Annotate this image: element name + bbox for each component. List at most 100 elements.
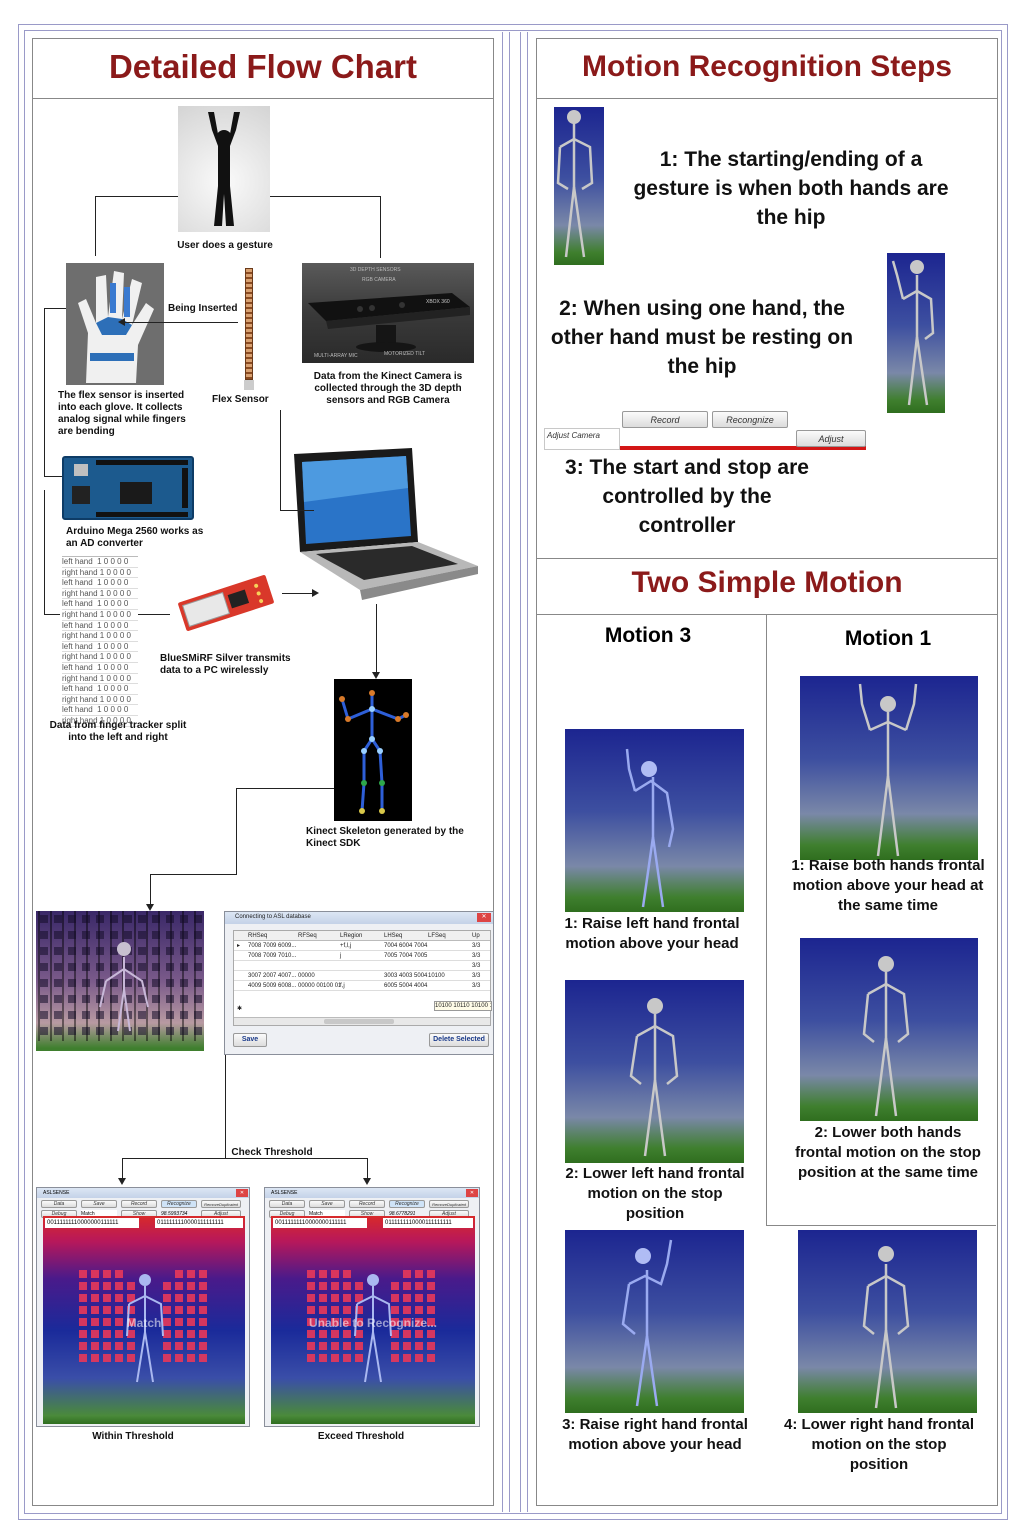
save-button[interactable]: Save [233,1033,267,1047]
data-line: right hand 1 0 0 0 0 [62,695,138,706]
record-button[interactable]: Record [349,1200,385,1208]
caption-exceed: Exceed Threshold [317,1431,405,1442]
db-scrollbar[interactable] [234,1017,490,1025]
table-row[interactable]: 4009 5009 6008...00000 00100 01...f,j600… [234,981,490,991]
outer-border [18,24,1008,1520]
gesture-grid [75,1266,215,1386]
seq-field-left: 00111111110000000111111 [45,1218,139,1228]
recognize-button[interactable]: Recognize [389,1200,425,1208]
data-line: right hand 1 0 0 0 0 [62,610,138,621]
kinect-label-mic: MULTI-ARRAY MIC [314,353,358,359]
db-col-header[interactable]: LRegion [340,933,363,939]
data-button[interactable]: Data [41,1200,77,1208]
stick-figure-one-hand [887,253,945,413]
data-line: left hand 1 0 0 0 0 [62,705,138,716]
status-text: Unable to Recognize... [308,1316,437,1330]
kinect-skeleton-image [334,679,412,821]
asl-database-window: Connecting to ASL database ✕ RHSeq RFSeq… [224,911,494,1055]
motion3-step3-text: 3: Raise right hand frontal motion above… [562,1416,748,1453]
status-text: Match [126,1316,162,1330]
record-button[interactable]: Record [622,411,708,428]
db-window-titlebar: Connecting to ASL database ✕ [225,912,493,924]
right-panel [536,38,998,1506]
data-line: right hand 1 0 0 0 0 [62,674,138,685]
seq-field-right: 0111111110000111111111 [383,1218,473,1228]
close-icon[interactable]: ✕ [466,1189,478,1197]
caption-within: Within Threshold [92,1431,174,1442]
motion3-step1-text: 1: Raise left hand frontal motion above … [564,915,740,952]
record-button[interactable]: Record [121,1200,157,1208]
caption-flex-sensor: Flex Sensor [212,394,269,405]
caption-check-threshold: Check Threshold [231,1147,313,1158]
motion1-step1-image [800,676,978,860]
data-line: left hand 1 0 0 0 0 [62,578,138,589]
section-divider-bottom [536,614,998,615]
grid-skeleton-image [36,911,204,1051]
app-canvas: 00111111110000000111111 0111111110000111… [271,1216,475,1424]
data-line: right hand 1 0 0 0 0 [62,652,138,663]
data-line: left hand 1 0 0 0 0 [62,557,138,568]
db-col-header[interactable]: Up [472,933,480,939]
db-col-header[interactable]: RHSeq [248,933,268,939]
motion3-step4-image [798,1230,977,1413]
close-icon[interactable]: ✕ [236,1189,248,1197]
arduino-board [62,456,194,520]
motion1-step2-image [800,938,978,1121]
motion1-step2-text: 2: Lower both hands frontal motion on th… [795,1124,981,1181]
caption-arduino: Arduino Mega 2560 works as an AD convert… [66,526,204,549]
score-field: 98.6778291 [389,1211,416,1217]
laptop-photo [290,448,480,604]
table-row[interactable]: 3/3 [234,961,490,971]
adjust-button[interactable]: Adjust [796,430,866,447]
caption-flex-desc: The flex sensor is inserted into each gl… [58,390,186,437]
db-col-header[interactable]: RFSeq [298,933,317,939]
adjust-camera-field[interactable]: Adjust Camera [544,428,620,450]
remove-duplicated-button[interactable]: RemoveDuplicated [201,1200,241,1208]
delete-selected-button[interactable]: Delete Selected [429,1033,489,1047]
app-window-unable: ASLSENSE ✕ Data Save Record Recognize Re… [264,1187,480,1427]
caption-inserted: Being Inserted [168,303,238,314]
motion1-step1-text: 1: Raise both hands frontal motion above… [791,857,985,914]
motion1-heading: Motion 1 [844,627,932,650]
motion3-step2-text: 2: Lower left hand frontal motion on the… [565,1165,745,1222]
step-3-text: 3: The start and stop are controlled by … [565,456,809,537]
kinect-label-rgb: RGB CAMERA [362,277,396,283]
new-row-marker: ✱ [237,1006,243,1012]
step-1-text: 1: The starting/ending of a gesture is w… [633,148,949,229]
db-col-header[interactable]: LFSeq [428,933,446,939]
bluesmirf-module [170,574,282,632]
motion3-heading: Motion 3 [604,624,692,647]
kinect-label-tilt: MOTORIZED TILT [384,351,426,357]
kinect-photo: 3D DEPTH SENSORS RGB CAMERA XBOX 360 MUL… [302,263,474,363]
stick-figure-hands-hip [554,107,604,265]
motion1-column-border [766,614,996,1226]
kinect-label-xbox: XBOX 360 [426,299,450,305]
flow-chart-title: Detailed Flow Chart [108,48,418,85]
db-popup: 10100 10110 10100 10110 [434,1001,492,1011]
close-icon[interactable]: ✕ [477,913,491,922]
app-window-match: ASLSENSE ✕ Data Save Record Recognize Re… [36,1187,250,1427]
finger-data-list: left hand 1 0 0 0 0 right hand 1 0 0 0 0… [62,556,138,727]
left-panel [32,38,494,1506]
seq-field-left: 00111111110000000111111 [273,1218,367,1228]
two-simple-motion-title: Two Simple Motion [631,566,903,599]
section-divider-top [536,558,998,559]
center-divider [502,32,528,1512]
left-title-divider [32,98,494,99]
caption-skeleton: Kinect Skeleton generated by the Kinect … [306,826,464,849]
data-line: left hand 1 0 0 0 0 [62,642,138,653]
recognize-button[interactable]: Recognize [161,1200,197,1208]
db-col-header[interactable]: LHSeq [384,933,403,939]
save-button[interactable]: Save [81,1200,117,1208]
data-line: right hand 1 0 0 0 0 [62,589,138,600]
db-table[interactable]: RHSeq RFSeq LRegion LHSeq LFSeq Up ▸ 700… [233,930,492,1026]
remove-duplicated-button[interactable]: RemoveDuplicated [429,1200,469,1208]
progress-bar [620,446,866,450]
recognize-button[interactable]: Recongnize [712,411,788,428]
save-button[interactable]: Save [309,1200,345,1208]
motion-steps-title: Motion Recognition Steps [582,50,952,83]
data-button[interactable]: Data [269,1200,305,1208]
